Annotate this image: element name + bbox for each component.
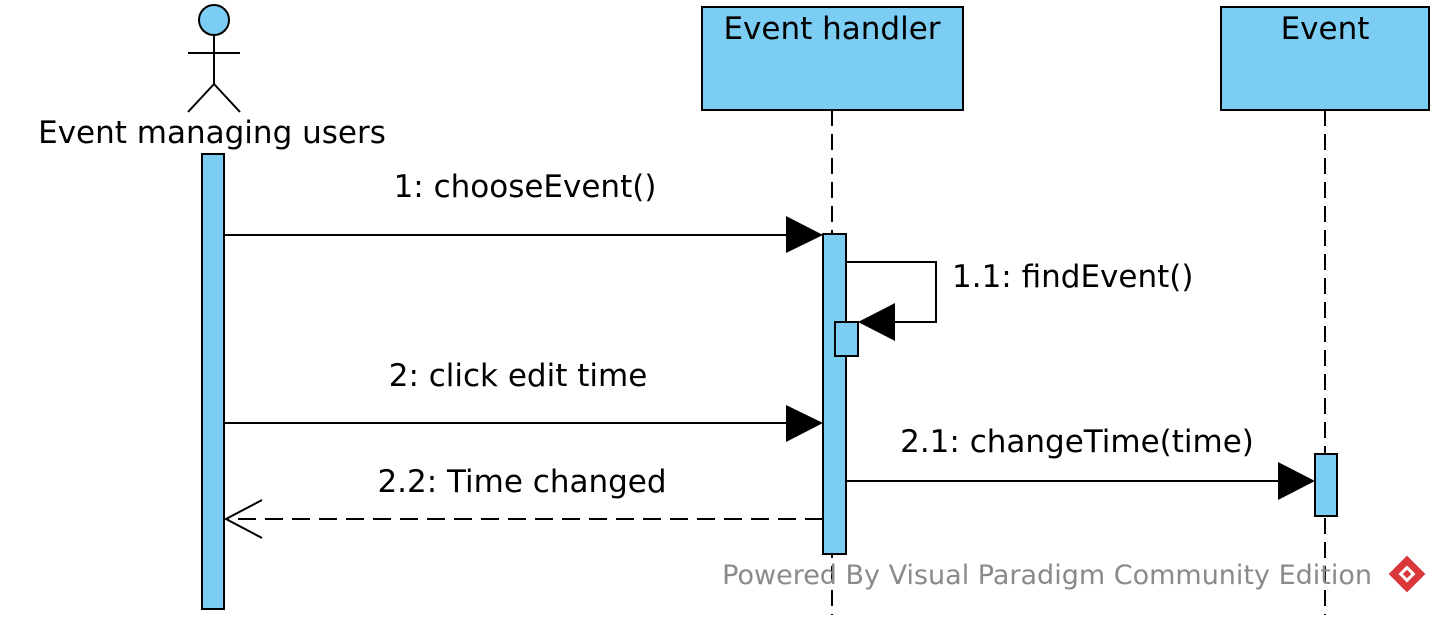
event-handler-box	[701, 6, 964, 111]
message-1-1-arrowhead	[858, 303, 895, 341]
lifeline-event: Event	[1220, 6, 1430, 615]
event-box	[1220, 6, 1430, 111]
message-2-1: 2.1: changeTime(time)	[846, 424, 1315, 500]
message-2-label: 2: click edit time	[389, 358, 648, 394]
actor-right-leg	[213, 83, 241, 113]
watermark-text: Powered By Visual Paradigm Community Edi…	[722, 560, 1372, 591]
visual-paradigm-logo-icon	[1388, 555, 1426, 593]
actor-head	[198, 4, 230, 36]
event-handler-label: Event handler	[723, 11, 940, 47]
actor-left-leg	[187, 83, 215, 113]
message-1: 1: chooseEvent()	[224, 169, 823, 253]
message-2-1-arrowhead	[1278, 462, 1315, 500]
message-1-1-line	[846, 261, 937, 323]
event-handler-activation	[822, 233, 847, 555]
actor-event-managing-users: Event managing users	[38, 4, 386, 151]
lifeline-event-handler: Event handler	[701, 6, 964, 615]
message-1-1-label: 1.1: findEvent()	[952, 259, 1193, 295]
message-1-label: 1: chooseEvent()	[394, 169, 657, 205]
message-1-1: 1.1: findEvent()	[846, 259, 1193, 341]
event-activation	[1314, 453, 1338, 517]
actor-activation-bar	[201, 153, 225, 610]
message-2: 2: click edit time	[224, 358, 823, 442]
event-label: Event	[1281, 11, 1370, 47]
message-2-2-label: 2.2: Time changed	[377, 464, 666, 500]
actor-label: Event managing users	[38, 115, 386, 151]
message-2-arrowhead	[786, 405, 823, 442]
message-1-arrowhead	[786, 216, 823, 253]
event-handler-nested-activation	[834, 321, 859, 357]
message-2-2: 2.2: Time changed	[223, 464, 823, 539]
message-2-1-label: 2.1: changeTime(time)	[900, 424, 1254, 460]
watermark: Powered By Visual Paradigm Community Edi…	[722, 555, 1426, 593]
message-2-2-arrowhead	[223, 499, 263, 539]
